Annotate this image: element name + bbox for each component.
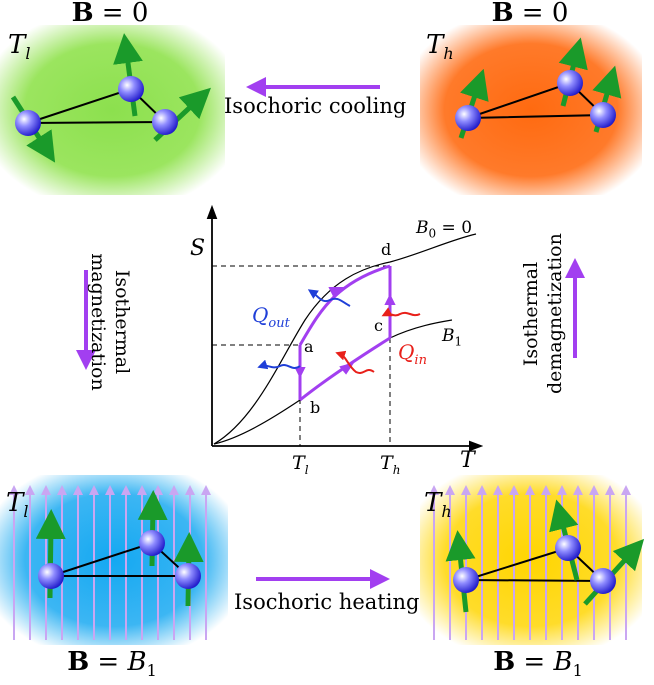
curve-value: = 0 — [436, 218, 473, 238]
field-value: 0 — [551, 0, 569, 28]
temp-label-bottom-right: Th — [424, 488, 452, 521]
process-line-2: magnetization — [87, 253, 109, 391]
temp-symbol: T — [426, 30, 444, 60]
cycle-path-bc — [299, 336, 391, 402]
process-line-1: Isothermal — [111, 269, 133, 375]
curve-b1 — [213, 319, 453, 445]
curve-sub: 1 — [454, 334, 463, 349]
process-line-2: demagnetization — [544, 233, 566, 394]
spin-cluster-top-right — [455, 37, 622, 139]
field-symbol: B — [67, 647, 90, 677]
curve-symbol: B — [416, 218, 429, 238]
heat-out-wiggle-bottom — [257, 359, 301, 370]
y-axis-label: S — [190, 236, 206, 261]
curve-label-b0: B0 = 0 — [416, 218, 472, 240]
panel-bottom-left-bg — [0, 475, 228, 645]
process-line-1: Isothermal — [520, 261, 542, 367]
field-value: 0 — [131, 0, 149, 28]
field-label-top-left: B = 0 — [71, 0, 149, 28]
temp-sub: l — [25, 44, 31, 64]
heat-symbol: Q — [252, 303, 269, 327]
heat-symbol: Q — [398, 340, 415, 364]
temp-symbol: T — [424, 488, 442, 518]
heat-in-wiggle-bottom — [335, 350, 375, 374]
curve-b0 — [213, 233, 477, 445]
spin-cluster-bottom-left — [35, 490, 204, 607]
field-symbol: B — [493, 647, 516, 677]
temp-symbol: T — [6, 488, 24, 518]
temp-label-top-right: Th — [426, 30, 454, 63]
field-symbol: B — [71, 0, 94, 28]
x-axis-label: T — [460, 448, 475, 473]
curve-symbol: B — [442, 326, 455, 346]
process-label-demagnetization: Isothermal demagnetization — [519, 233, 567, 394]
field-label-top-right: B = 0 — [491, 0, 569, 28]
curve-label-b1: B1 — [442, 326, 462, 348]
tick-label-th: Th — [380, 452, 400, 477]
temp-label-bottom-left: Tl — [6, 488, 28, 521]
heat-sub: out — [268, 316, 290, 331]
temp-sub: l — [23, 502, 29, 522]
process-label-magnetization: Isothermal magnetization — [86, 242, 134, 402]
process-arrows — [76, 77, 585, 589]
tick-sub: h — [392, 462, 401, 477]
spin-cluster-bottom-right — [445, 499, 645, 613]
point-label-b: b — [310, 398, 321, 417]
temp-label-top-left: Tl — [8, 30, 30, 63]
process-label-cooling: Isochoric cooling — [224, 94, 407, 118]
field-label-bottom-left: B = B1 — [67, 647, 157, 681]
process-label-heating: Isochoric heating — [234, 590, 420, 614]
field-value-sub: 1 — [572, 661, 583, 681]
heat-in-label: Qin — [398, 340, 427, 368]
point-label-c: c — [374, 316, 383, 335]
temp-sub: h — [441, 502, 452, 522]
field-value: B — [553, 647, 573, 677]
tick-symbol: T — [292, 452, 305, 474]
tick-symbol: T — [380, 452, 393, 474]
heat-in-wiggle-top — [381, 307, 421, 317]
panel-top-left-bg — [0, 25, 225, 195]
point-label-d: d — [381, 240, 392, 259]
temp-symbol: T — [8, 30, 26, 60]
heat-out-label: Qout — [252, 303, 290, 331]
point-label-a: a — [304, 337, 314, 356]
tick-sub: l — [304, 462, 309, 477]
field-value: B — [127, 647, 147, 677]
heat-sub: in — [414, 353, 427, 368]
field-value-sub: 1 — [146, 661, 157, 681]
heat-out-wiggle-top — [307, 289, 351, 307]
field-symbol: B — [491, 0, 514, 28]
curve-sub: 0 — [428, 226, 437, 241]
temp-sub: h — [443, 44, 454, 64]
entropy-diagram — [206, 204, 484, 452]
spin-cluster-top-left — [10, 33, 211, 163]
field-label-bottom-right: B = B1 — [493, 647, 583, 681]
tick-label-tl: Tl — [292, 452, 309, 477]
